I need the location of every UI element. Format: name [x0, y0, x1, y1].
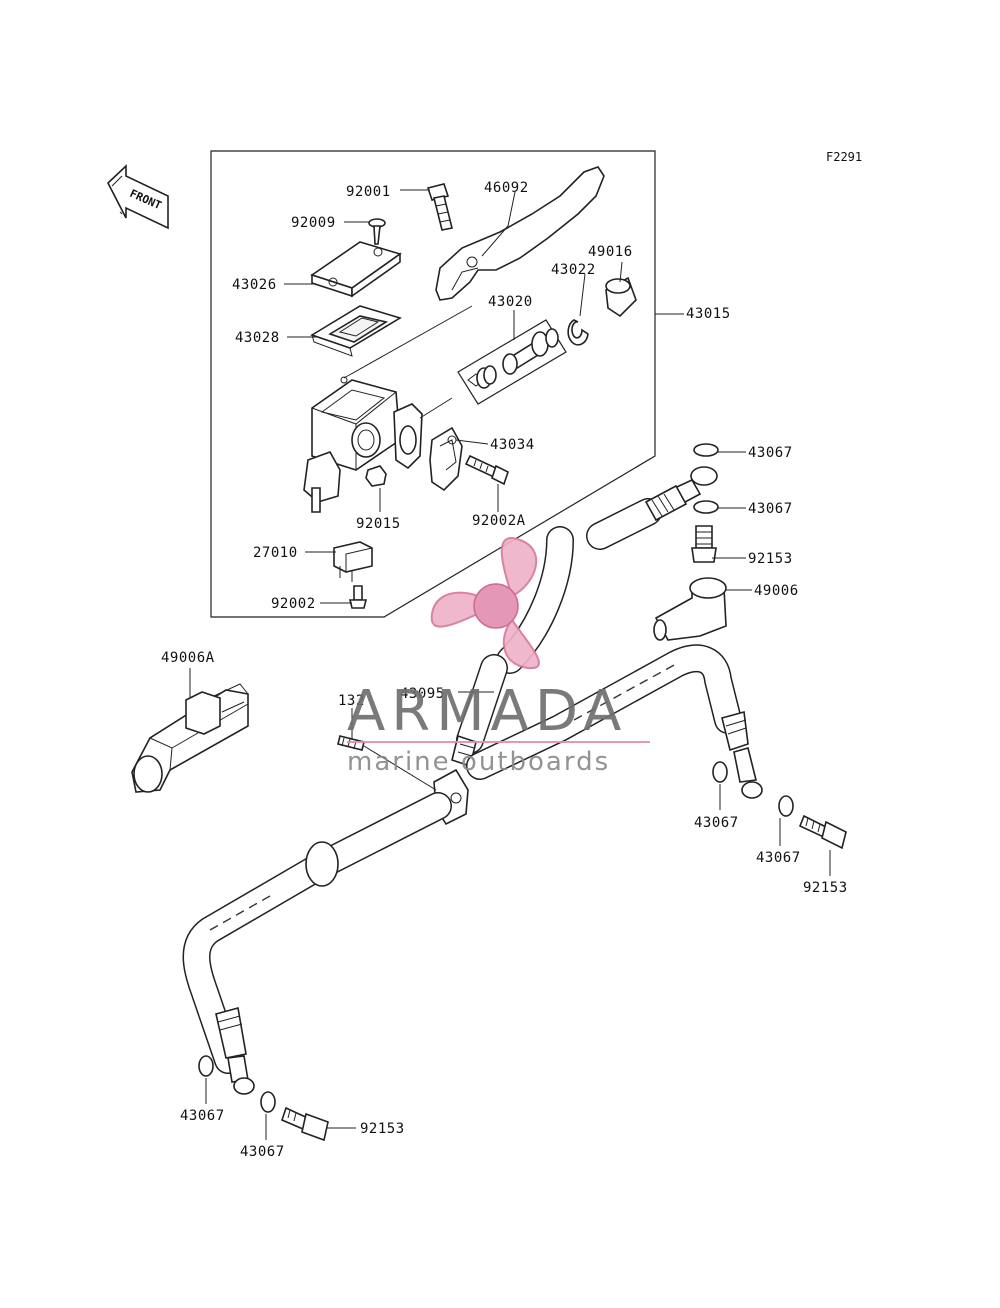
label-43015: 43015 — [686, 306, 731, 322]
cylinder-nut — [365, 465, 387, 487]
switch-screw — [348, 585, 368, 609]
brake-hose-right — [466, 644, 763, 799]
label-27010: 27010 — [253, 545, 298, 561]
brake-lever — [435, 166, 605, 301]
brake-hose-left — [182, 792, 452, 1095]
propeller-logo-icon — [430, 537, 540, 670]
label-43067-c: 43067 — [694, 815, 739, 831]
label-92015: 92015 — [356, 516, 401, 532]
lever-boot — [605, 276, 637, 318]
leader-lines — [189, 189, 831, 1140]
right-lower-fittings — [712, 761, 847, 850]
label-43067-a: 43067 — [748, 445, 793, 461]
junction-cover — [131, 683, 249, 793]
reservoir-cap — [310, 241, 402, 298]
label-43067-e: 43067 — [180, 1108, 225, 1124]
piston-kit — [457, 319, 567, 405]
banjo-bolt-top — [691, 525, 717, 563]
label-92153-c: 92153 — [360, 1121, 405, 1137]
watermark: ARMADA marine outboards — [347, 537, 650, 777]
label-43028: 43028 — [235, 330, 280, 346]
watermark-tagline: marine outboards — [347, 747, 610, 777]
master-cylinder-body — [303, 305, 473, 513]
label-43020: 43020 — [488, 294, 533, 310]
label-132: 132 — [338, 693, 365, 709]
label-92009: 92009 — [291, 215, 336, 231]
washer-top-2 — [693, 500, 719, 514]
label-92002: 92002 — [271, 596, 316, 612]
washer-top — [693, 443, 719, 457]
label-43095: 43095 — [400, 686, 445, 702]
front-arrow-icon: FRONT — [107, 164, 169, 230]
figure-code: F2291 — [826, 150, 862, 164]
label-46092: 46092 — [484, 180, 529, 196]
label-49016: 49016 — [588, 244, 633, 260]
label-43034: 43034 — [490, 437, 535, 453]
pivot-bolt — [426, 183, 453, 231]
assembly-frame — [210, 150, 656, 618]
label-43067-d: 43067 — [756, 850, 801, 866]
brake-switch — [333, 541, 373, 582]
reservoir-screw — [368, 218, 386, 245]
label-92002A: 92002A — [472, 513, 526, 529]
label-92001: 92001 — [346, 184, 391, 200]
label-43022: 43022 — [551, 262, 596, 278]
label-43067-f: 43067 — [240, 1144, 285, 1160]
clamp-bolt — [464, 454, 509, 486]
left-lower-fittings — [198, 1055, 329, 1142]
diaphragm — [310, 305, 402, 357]
label-49006A: 49006A — [161, 650, 215, 666]
handlebar-clamp — [429, 426, 463, 492]
label-43026: 43026 — [232, 277, 277, 293]
banjo-cover — [653, 577, 727, 641]
label-49006: 49006 — [754, 583, 799, 599]
label-92153-b: 92153 — [803, 880, 848, 896]
label-92153-a: 92153 — [748, 551, 793, 567]
label-43067-b: 43067 — [748, 501, 793, 517]
circlip — [567, 319, 589, 346]
watermark-brand: ARMADA — [347, 679, 627, 744]
